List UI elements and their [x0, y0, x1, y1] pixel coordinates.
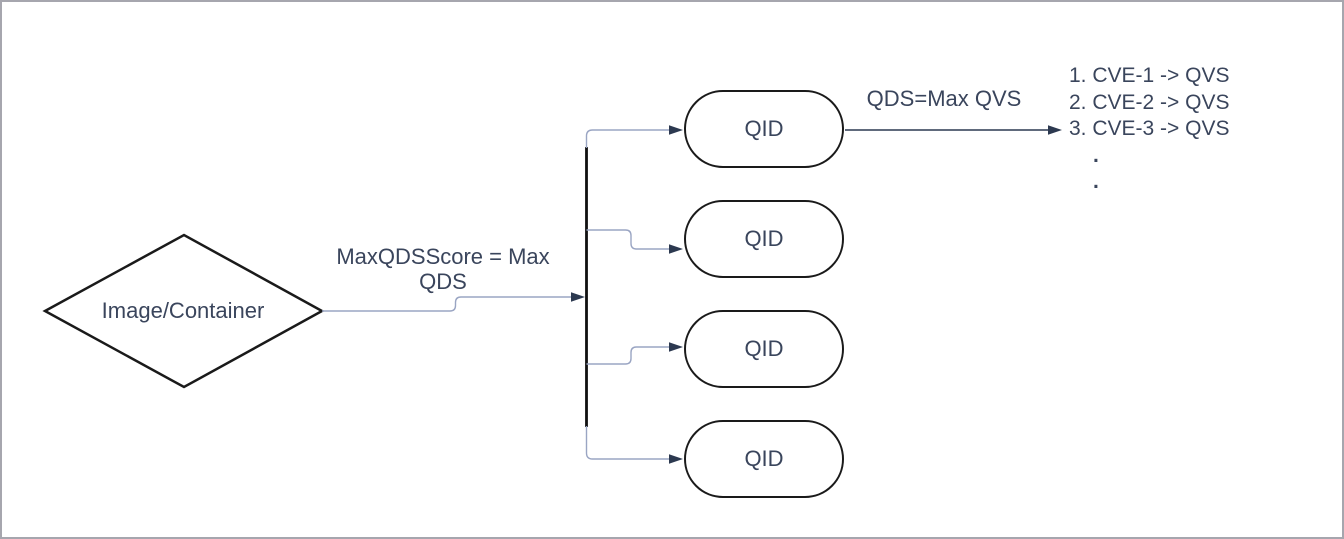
edge-diamond-to-trunk: [322, 296, 571, 312]
arrowhead-icon: [1048, 125, 1062, 135]
qid-node-1: QID: [684, 90, 844, 168]
edge-trunk-to-qid-3: [586, 346, 669, 365]
cve-list-item-2: 2. CVE-2 -> QVS: [1069, 90, 1230, 114]
edge-label-maxqds-line2: QDS: [419, 269, 467, 294]
cve-list: 1. CVE-1 -> QVS 2. CVE-2 -> QVS 3. CVE-3…: [1069, 63, 1229, 196]
arrowhead-icon: [669, 342, 683, 352]
cve-list-ellipsis-dot: .: [1093, 170, 1099, 193]
edge-trunk-to-qid-1: [585, 129, 669, 148]
qid-node-2: QID: [684, 200, 844, 278]
cve-list-item-1: 1. CVE-1 -> QVS: [1069, 64, 1230, 87]
edge-trunk-to-qid-4: [585, 426, 669, 460]
arrowhead-icon: [669, 454, 683, 464]
arrowhead-icon: [571, 292, 585, 302]
edge-trunk-to-qid-2: [586, 229, 669, 250]
qid-node-4-label: QID: [744, 446, 784, 471]
qid-node-2-label: QID: [744, 226, 784, 251]
edge-label-qds-max-qvs: QDS=Max QVS: [866, 86, 1022, 111]
arrowhead-icon: [669, 125, 683, 135]
cve-list-item-3: 3. CVE-3 -> QVS: [1069, 117, 1230, 140]
qid-node-4: QID: [684, 420, 844, 498]
qid-node-3-label: QID: [744, 336, 784, 361]
qid-node-1-label: QID: [744, 116, 784, 141]
arrowhead-icon: [669, 244, 683, 254]
edge-label-maxqds-line1: MaxQDSScore = Max: [336, 244, 550, 269]
image-container-label: Image/Container: [101, 298, 265, 323]
qid-node-3: QID: [684, 310, 844, 388]
cve-list-ellipsis-dot: .: [1093, 143, 1099, 167]
edge-label-maxqds: MaxQDSScore = Max QDS: [322, 244, 564, 294]
